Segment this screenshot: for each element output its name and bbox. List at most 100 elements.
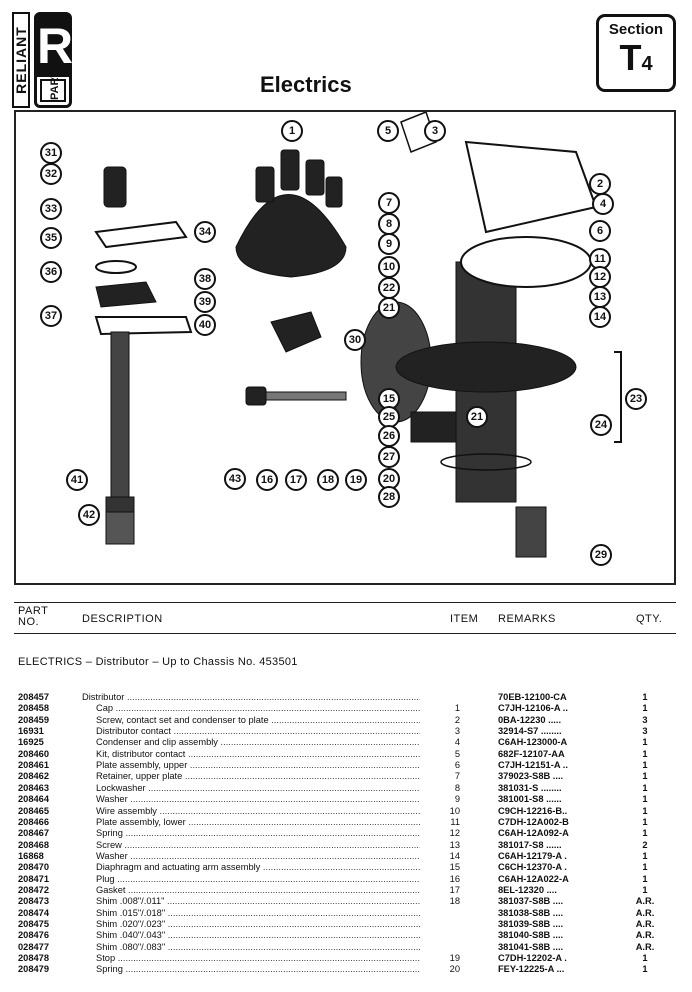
- part-number: 208476: [18, 930, 50, 941]
- callout-21: 21: [466, 406, 488, 428]
- callout-38: 38: [194, 268, 216, 290]
- item-number: 7: [454, 771, 460, 782]
- part-number: 16925: [18, 737, 44, 748]
- remarks: 381001-S8 ......: [498, 794, 562, 805]
- item-number: 17: [449, 884, 460, 895]
- upper-plate: [464, 140, 598, 234]
- callout-39: 39: [194, 291, 216, 313]
- remarks: C6AH-123000-A: [498, 737, 568, 748]
- part-number: 208462: [18, 771, 50, 782]
- callout-16: 16: [256, 469, 278, 491]
- part-number: 208461: [18, 760, 50, 771]
- quantity: 1: [642, 850, 648, 861]
- description: Shim .008"/.011": [96, 896, 420, 907]
- callout-36: 36: [40, 261, 62, 283]
- description: Shim .040"/.043": [96, 930, 420, 941]
- quantity: 1: [642, 828, 648, 839]
- item-number: 16: [449, 873, 460, 884]
- part-number: 208457: [18, 692, 50, 702]
- description: Shim .020"/.023": [96, 919, 420, 930]
- item-number: 3: [454, 726, 460, 737]
- quantity: 1: [642, 782, 648, 793]
- part-number: 208465: [18, 805, 50, 816]
- callout-43: 43: [224, 468, 246, 490]
- callout-22: 22: [378, 277, 400, 299]
- quantity: 1: [642, 737, 648, 748]
- body-flange: [395, 341, 577, 393]
- rotor-arm: [270, 311, 322, 353]
- callout-29: 29: [590, 544, 612, 566]
- table-row: 208479Spring20FEY-12225-A ...1: [0, 964, 692, 975]
- reliant-logo: RELIANT R PART: [12, 12, 73, 108]
- callout-17: 17: [285, 469, 307, 491]
- callout-28: 28: [378, 486, 400, 508]
- part-number: 208463: [18, 782, 50, 793]
- quantity: 1: [642, 873, 648, 884]
- item-number: 6: [454, 760, 460, 771]
- description: Plate assembly, upper: [96, 760, 420, 771]
- logo-sub: PART: [40, 71, 66, 102]
- quantity: 1: [642, 794, 648, 805]
- quantity: 1: [642, 771, 648, 782]
- quantity: A.R.: [635, 896, 655, 907]
- remarks: 381039-S8B ....: [498, 919, 564, 929]
- description: Spring: [96, 828, 420, 839]
- part-number: 16868: [18, 850, 44, 861]
- remarks: 32914-S7 ........: [498, 726, 562, 737]
- remarks: 381038-S8B ....: [498, 907, 564, 918]
- drive-gear: [105, 511, 135, 545]
- part-number: 208468: [18, 839, 50, 850]
- part-number: 208470: [18, 862, 50, 873]
- remarks: 381037-S8B ....: [498, 896, 564, 907]
- description: Screw, contact set and condenser to plat…: [96, 715, 420, 726]
- callout-34: 34: [194, 221, 216, 243]
- callout-42: 42: [78, 504, 100, 526]
- callout-5: 5: [377, 120, 399, 142]
- table-row: 208478Stop19C7DH-12202-A .1: [0, 953, 692, 964]
- callout-12: 12: [589, 266, 611, 288]
- remarks: C6AH-12179-A .: [498, 850, 567, 861]
- description: Cap: [96, 703, 420, 714]
- part-number: 208479: [18, 964, 50, 975]
- remarks: C9CH-12216-B..: [498, 805, 568, 816]
- quantity: 1: [642, 816, 648, 827]
- item-number: 9: [454, 794, 460, 805]
- description: Shim .080"/.083": [96, 942, 420, 953]
- item-number: 18: [449, 896, 460, 907]
- quantity: 1: [642, 748, 648, 759]
- table-row: 208472Gasket178EL-12320 ....1: [0, 885, 692, 896]
- part-number: 208464: [18, 794, 50, 805]
- part-number: 208474: [18, 907, 50, 918]
- remarks: C6CH-12370-A .: [498, 862, 567, 873]
- remarks: 381040-S8B ....: [498, 930, 564, 941]
- callout-21: 21: [378, 297, 400, 319]
- callout-10: 10: [378, 256, 400, 278]
- callout-7: 7: [378, 192, 400, 214]
- group-title: ELECTRICS – Distributor – Up to Chassis …: [18, 656, 298, 668]
- description: Lockwasher: [96, 783, 420, 794]
- description: Gasket: [96, 885, 420, 896]
- section-label: Section: [608, 21, 664, 38]
- part-number: 208467: [18, 828, 50, 839]
- gear-29: [515, 506, 547, 558]
- remarks: FEY-12225-A ...: [498, 964, 565, 975]
- callout-24: 24: [590, 414, 612, 436]
- callout-13: 13: [589, 286, 611, 308]
- callout-26: 26: [378, 425, 400, 447]
- part-number: 028477: [18, 941, 50, 952]
- description: Distributor contact: [96, 726, 420, 737]
- description: Washer: [96, 794, 420, 805]
- remarks: C6AH-12A092-A: [498, 828, 569, 839]
- section-number: 4: [641, 53, 653, 75]
- logo-brand-text: RELIANT: [13, 26, 29, 94]
- header-qty: QTY.: [636, 613, 663, 625]
- description: Stop: [96, 953, 420, 964]
- quantity: A.R.: [635, 930, 655, 941]
- callout-33: 33: [40, 198, 62, 220]
